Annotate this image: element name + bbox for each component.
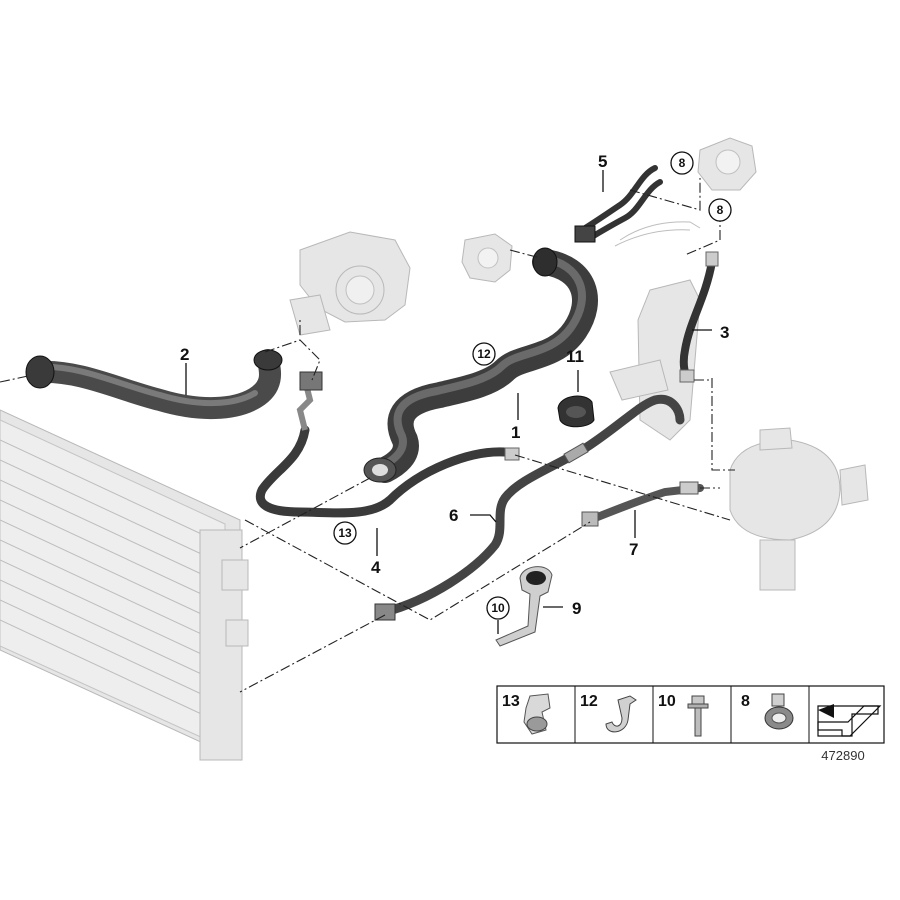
part-11-clamp xyxy=(557,395,595,428)
radiator-ghost xyxy=(0,409,249,761)
hook-clip-icon xyxy=(605,695,637,733)
part-label-4: 4 xyxy=(371,558,381,577)
small-parts-legend: 13 12 10 8 xyxy=(496,685,885,744)
part-label-1: 1 xyxy=(511,423,520,442)
hose-clamp-icon xyxy=(523,693,551,735)
part-label-11: 11 xyxy=(566,347,584,366)
svg-text:8: 8 xyxy=(717,203,724,217)
thermostat-housing-ghost xyxy=(289,231,411,336)
part-label-7: 7 xyxy=(629,540,638,559)
legend-item-10: 10 xyxy=(658,693,709,737)
water-pump-ghost xyxy=(461,233,513,283)
hose-6 xyxy=(374,394,685,621)
svg-text:13: 13 xyxy=(502,693,520,710)
callout-8-top: 8 xyxy=(670,151,694,175)
direction-arrow-icon xyxy=(817,704,882,737)
legend-item-8: 8 xyxy=(741,693,794,730)
svg-text:10: 10 xyxy=(658,693,676,710)
part-labels: 1 2 3 4 5 6 7 9 11 xyxy=(180,152,729,618)
hose-7 xyxy=(581,481,704,527)
part-label-6: 6 xyxy=(449,506,458,525)
valve-ghost xyxy=(614,137,757,247)
hose-4 xyxy=(255,371,520,518)
connection-lines xyxy=(0,178,735,693)
svg-text:8: 8 xyxy=(741,693,750,710)
callout-10: 10 xyxy=(486,596,510,620)
svg-text:12: 12 xyxy=(580,693,598,710)
callouts: 8 8 12 13 10 xyxy=(333,151,732,620)
svg-text:10: 10 xyxy=(491,601,505,615)
part-label-2: 2 xyxy=(180,345,189,364)
legend-item-12: 12 xyxy=(580,693,637,733)
expansion-tank-ghost xyxy=(609,279,869,591)
legend-item-arrow xyxy=(817,704,882,737)
hose-2 xyxy=(25,349,283,420)
callout-13: 13 xyxy=(333,521,357,545)
part-label-3: 3 xyxy=(720,323,729,342)
callout-12: 12 xyxy=(472,342,496,366)
spring-clamp-icon xyxy=(764,693,794,730)
callout-8-lower: 8 xyxy=(708,198,732,222)
part-label-9: 9 xyxy=(572,599,581,618)
svg-text:13: 13 xyxy=(338,526,352,540)
bolt-icon xyxy=(687,695,709,737)
part-9-bracket xyxy=(495,566,553,647)
leader-lines xyxy=(185,170,712,634)
hose-5 xyxy=(574,165,663,243)
svg-text:12: 12 xyxy=(477,347,491,361)
part-label-5: 5 xyxy=(598,152,607,171)
legend-item-13: 13 xyxy=(502,693,551,735)
svg-text:8: 8 xyxy=(679,156,686,170)
hose-1 xyxy=(363,247,598,483)
diagram-reference-number: 472890 xyxy=(821,748,864,763)
hose-3 xyxy=(679,251,719,383)
